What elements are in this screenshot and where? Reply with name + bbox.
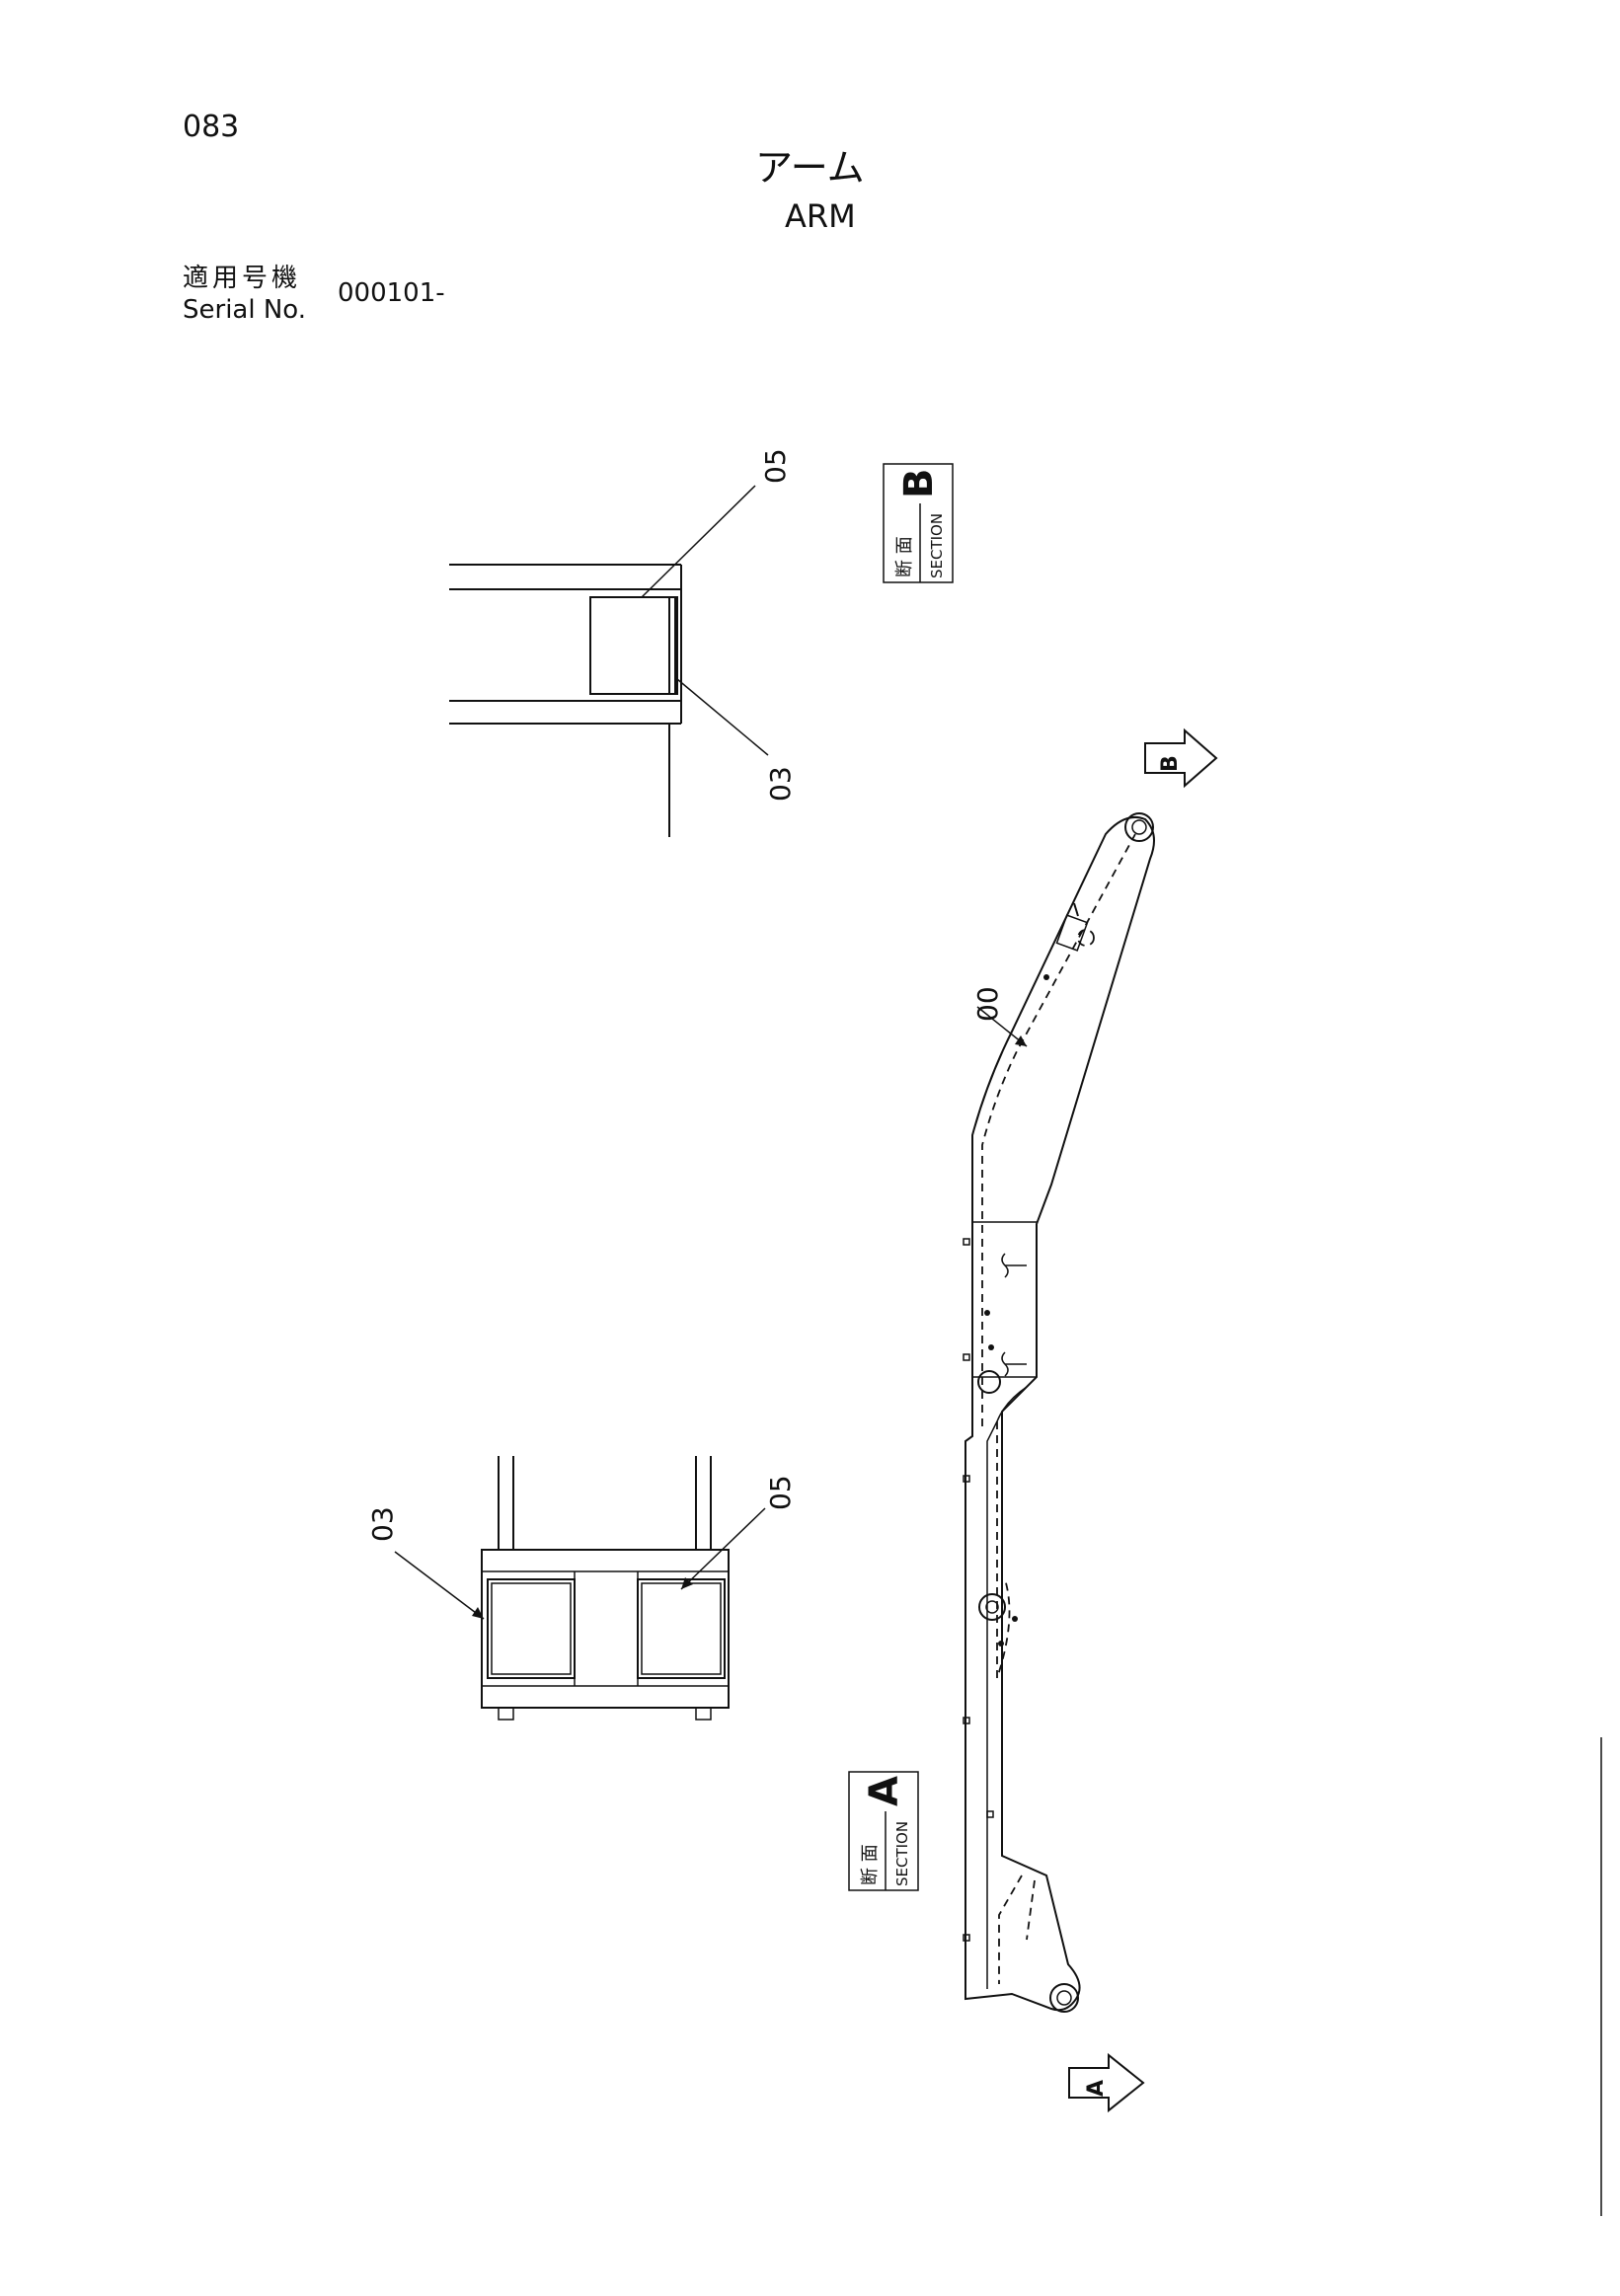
section-b-jp: 断 面 (894, 536, 915, 577)
section-a-label-text: SECTION (893, 1821, 911, 1886)
callout-arm-main: 00 (971, 986, 1004, 1022)
section-b-label: 断 面 SECTION B (883, 463, 954, 583)
page-number: 083 (183, 110, 239, 144)
section-a-letter: A (862, 1776, 907, 1806)
serial-value: 000101- (338, 278, 445, 308)
view-arrow-a: A (1068, 2052, 1145, 2113)
callout-b-top: 05 (759, 448, 792, 484)
section-b-view (449, 485, 769, 837)
section-a-view (394, 1456, 766, 1721)
title-english: ARM (785, 197, 856, 235)
callout-b-bottom: 03 (764, 766, 797, 802)
section-b-letter: B (896, 469, 942, 499)
section-a-label: 断 面 SECTION A (848, 1771, 919, 1891)
serial-label-japanese: 適用号機 (183, 264, 301, 293)
title-japanese: アーム (755, 146, 865, 190)
section-b-label-text: SECTION (928, 513, 946, 578)
arm-drawing (963, 812, 1155, 2013)
section-a-jp: 断 面 (860, 1844, 881, 1885)
callout-a-left: 03 (366, 1506, 399, 1542)
view-arrow-b: B (1144, 727, 1218, 789)
serial-label-english: Serial No. (183, 295, 306, 325)
view-arrow-b-letter: B (1158, 755, 1183, 772)
callout-a-right: 05 (764, 1475, 797, 1510)
view-arrow-a-letter: A (1084, 2080, 1109, 2097)
